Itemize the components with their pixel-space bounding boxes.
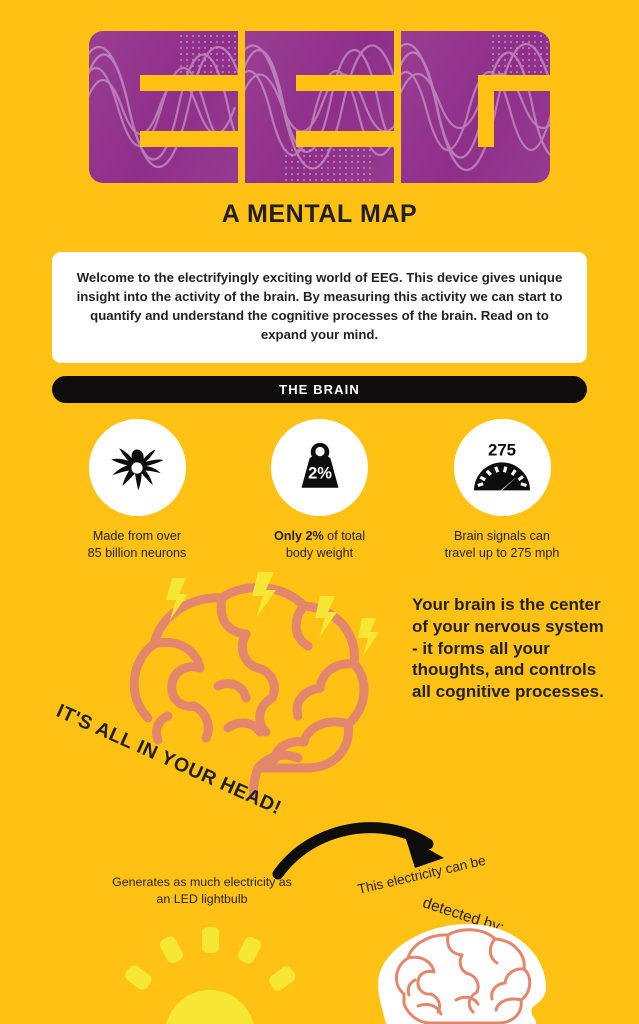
fact-signal-speed: 275 Brain signals can (417, 419, 587, 562)
section-banner-label: THE BRAIN (279, 382, 360, 397)
fact-caption-line2: 85 billion neurons (87, 546, 187, 560)
letter-bar (295, 75, 394, 91)
fact-icon-circle: 275 (453, 419, 551, 516)
weight-icon: 2% (301, 442, 338, 488)
fact-caption: Only 2% of total body weight (274, 528, 365, 562)
brain-outline-icon (129, 583, 369, 801)
led-caption-line2: an LED lightbulb (156, 892, 248, 907)
weight-icon-label: 2% (308, 464, 332, 482)
facts-row: Made from over 85 billion neurons 2% Onl… (52, 419, 587, 562)
lightning-bolts-icon (166, 572, 379, 656)
lightbulb-glow-icon (110, 925, 310, 1024)
letter-bar (478, 75, 550, 91)
fact-caption-rest: of total (323, 529, 365, 543)
page-title: A MENTAL MAP (221, 200, 418, 228)
head-silhouette (368, 922, 568, 1024)
letter-bar (139, 131, 238, 147)
fact-caption-line1: Made from over (92, 529, 182, 543)
brainwave-icon (245, 44, 394, 170)
fact-caption-line1: Only 2% of total (274, 528, 365, 545)
led-caption-line1: Generates as much electricity as (112, 875, 292, 889)
curved-arrow-icon (272, 818, 462, 880)
brainwave-icon (89, 45, 238, 169)
letter-bar (478, 75, 495, 147)
fact-icon-circle: 2% (271, 419, 368, 516)
fact-caption-line2: body weight (285, 546, 354, 560)
brainwave-icon (401, 42, 550, 172)
letter-bar (295, 131, 394, 147)
led-caption: Generates as much electricity as an LED … (88, 874, 316, 909)
fact-neurons: Made from over 85 billion neurons (52, 419, 222, 562)
fact-caption-line2: travel up to 275 mph (444, 546, 560, 560)
lightbulb-svg (125, 927, 296, 1024)
fact-body-weight: 2% Only 2% of total body weight (235, 419, 405, 562)
logo-panel-e1 (89, 31, 238, 183)
letter-bar (139, 75, 238, 91)
fact-icon-circle (88, 419, 186, 516)
right-text-block: Your brain is the center of your nervous… (412, 595, 604, 701)
logo-panel-e2 (245, 31, 394, 183)
head-with-brain-icon (378, 924, 546, 1024)
logo-panel-g (401, 31, 550, 183)
neuron-icon (111, 447, 164, 490)
section-banner-the-brain: THE BRAIN (52, 376, 587, 403)
brain-illustration (108, 568, 398, 818)
fact-caption-line1: Brain signals can (454, 529, 550, 543)
eeg-logo (89, 31, 550, 183)
intro-card: Welcome to the electrifyingly exciting w… (52, 252, 587, 363)
speedometer-value: 275 (488, 440, 516, 459)
fact-caption: Brain signals can travel up to 275 mph (445, 528, 560, 562)
fact-caption: Made from over 85 billion neurons (88, 528, 187, 562)
fact-caption-bold: Only 2% (273, 529, 324, 543)
speedometer-icon: 275 (474, 440, 530, 490)
arrow-svg (272, 822, 444, 880)
